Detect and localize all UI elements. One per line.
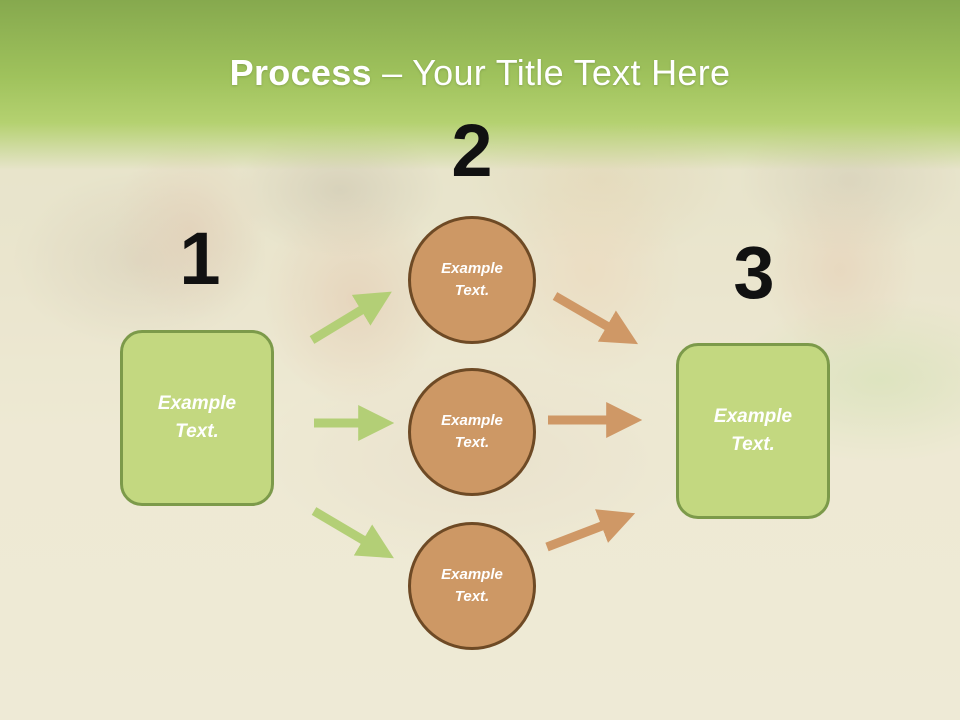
- left-step-box: Example Text.: [120, 330, 274, 506]
- step-number-2: 2: [451, 109, 493, 192]
- green-arrow-up: [309, 291, 392, 344]
- middle-circle-center: Example Text.: [408, 368, 536, 496]
- title-band: [0, 0, 960, 170]
- title-bold: Process: [229, 52, 372, 93]
- right-step-box: Example Text.: [676, 343, 830, 519]
- step-number-1: 1: [179, 217, 221, 300]
- middle-circle-center-label: Example Text.: [441, 411, 503, 452]
- title-rest: – Your Title Text Here: [371, 52, 731, 93]
- left-step-box-label: Example Text.: [157, 392, 237, 443]
- brown-arrow-down: [552, 292, 639, 345]
- right-step-box-label: Example Text.: [713, 405, 793, 456]
- step-number-3: 3: [733, 231, 775, 314]
- slide-title: Process – Your Title Text Here: [0, 52, 960, 94]
- middle-circle-top: Example Text.: [408, 216, 536, 344]
- brown-arrow-up: [545, 509, 636, 552]
- middle-circle-bottom-label: Example Text.: [441, 565, 503, 606]
- middle-circle-bottom: Example Text.: [408, 522, 536, 650]
- middle-circle-top-label: Example Text.: [441, 259, 503, 300]
- green-arrow-down: [311, 507, 394, 559]
